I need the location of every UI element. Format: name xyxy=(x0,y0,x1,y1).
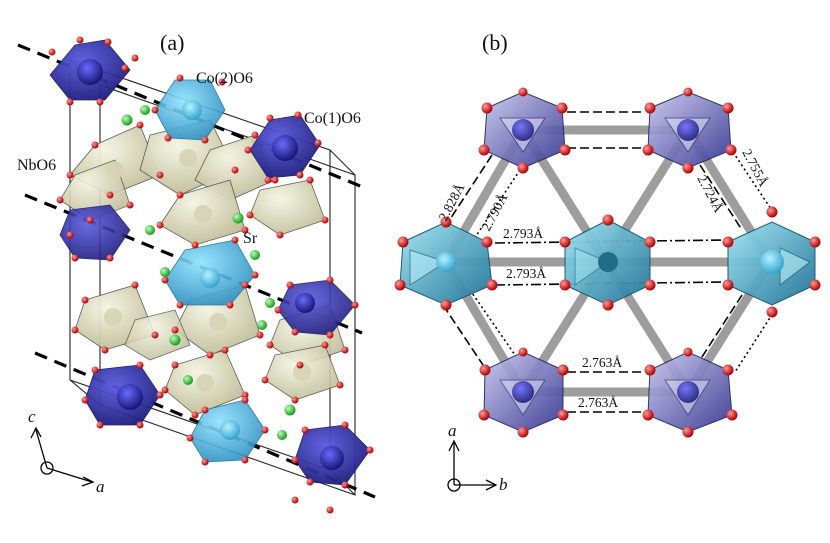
label-co1o6: Co(1)O6 xyxy=(304,110,361,127)
label-sr: Sr xyxy=(243,230,258,247)
panel-a-structure: (a) xyxy=(17,30,376,514)
axis-label-a-panel-a: a xyxy=(96,477,105,496)
co1-atoms xyxy=(77,59,344,470)
panel-b-label: (b) xyxy=(482,30,508,55)
distance-label-2828: 2.828Å xyxy=(435,181,467,224)
distance-label-2793-bottom: 2.793Å xyxy=(506,266,546,281)
oxygen-atoms-panel-b xyxy=(394,87,821,438)
sr-atoms xyxy=(121,105,296,440)
oxygen-atoms-panel-a xyxy=(48,36,374,514)
distance-label-2763-bottom: 2.763Å xyxy=(578,395,618,410)
axis-label-c: c xyxy=(28,407,36,426)
axes-panel-a xyxy=(30,426,95,487)
distance-label-2793-top: 2.793Å xyxy=(503,226,543,241)
axis-label-a-panel-b: a xyxy=(448,421,457,440)
axes-panel-b xyxy=(447,439,498,492)
label-nbo6: NbO6 xyxy=(17,157,56,174)
panel-a-label: (a) xyxy=(160,30,184,55)
distance-label-2763-top: 2.763Å xyxy=(582,355,622,370)
nb-atoms xyxy=(104,149,311,392)
distance-label-2755: 2.755Å xyxy=(739,146,771,189)
co2-atoms xyxy=(182,100,240,440)
axis-label-b: b xyxy=(499,475,508,494)
panel-b-structure: (b) xyxy=(394,30,821,494)
label-co2o6: Co(2)O6 xyxy=(196,70,253,87)
metal-centres-panel-b xyxy=(436,119,784,403)
